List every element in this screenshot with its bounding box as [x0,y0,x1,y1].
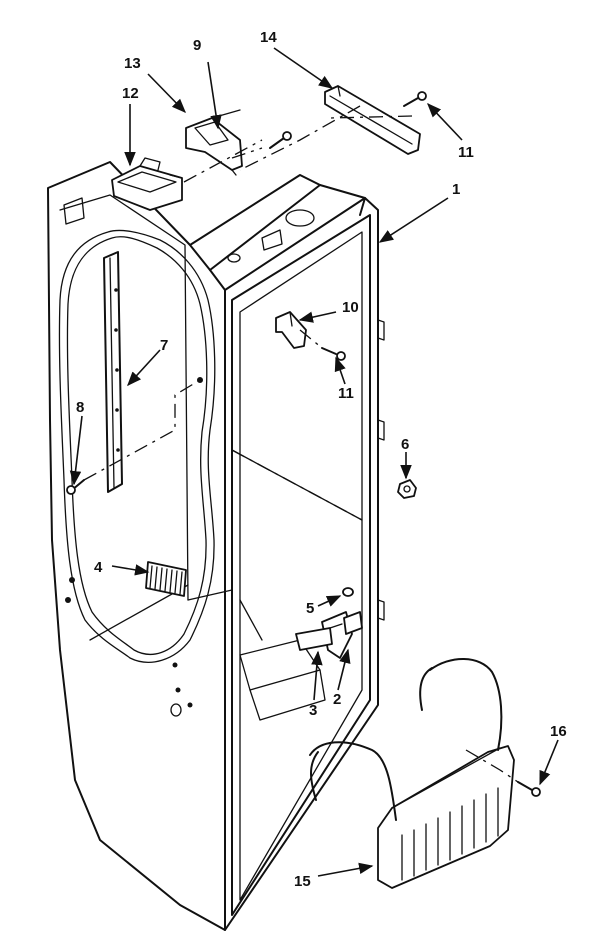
screw-11-top [403,91,427,107]
callout-1: 1 [452,181,460,198]
callout-leaders [69,47,559,877]
callout-8: 8 [76,399,84,416]
callout-7: 7 [160,337,168,354]
hinge-strip [324,85,421,155]
screw-8 [66,479,85,495]
heater-loop [58,229,216,663]
clip-6 [397,479,417,499]
cap-5 [342,587,354,597]
callout-12: 12 [122,85,139,102]
callout-13: 13 [124,55,141,72]
callout-labels: 1 2 3 4 5 6 7 8 9 10 11 11 12 13 14 15 1… [76,29,567,890]
callout-10: 10 [342,299,359,316]
vent-grille [145,561,187,597]
callout-4: 4 [94,559,103,576]
callout-5: 5 [306,600,314,617]
bracket-square [343,611,363,635]
lower-bracket-3 [295,627,333,651]
screw-9 [269,131,292,149]
callout-16: 16 [550,723,567,740]
callout-6: 6 [401,436,409,453]
callout-3: 3 [309,702,317,719]
callout-9: 9 [193,37,201,54]
callout-15: 15 [294,873,311,890]
callout-2: 2 [333,691,341,708]
screw-16 [517,781,541,797]
callout-11-mid: 11 [338,385,354,402]
callout-14: 14 [260,29,277,46]
drain-pan-assembly [309,658,515,889]
cabinet-liner [47,161,385,931]
vertical-rail [103,251,123,493]
screw-11-mid [321,347,346,361]
callout-11-top: 11 [458,144,474,161]
control-housing [111,157,183,211]
alignment-lines [83,105,519,783]
small-bracket [275,311,307,349]
